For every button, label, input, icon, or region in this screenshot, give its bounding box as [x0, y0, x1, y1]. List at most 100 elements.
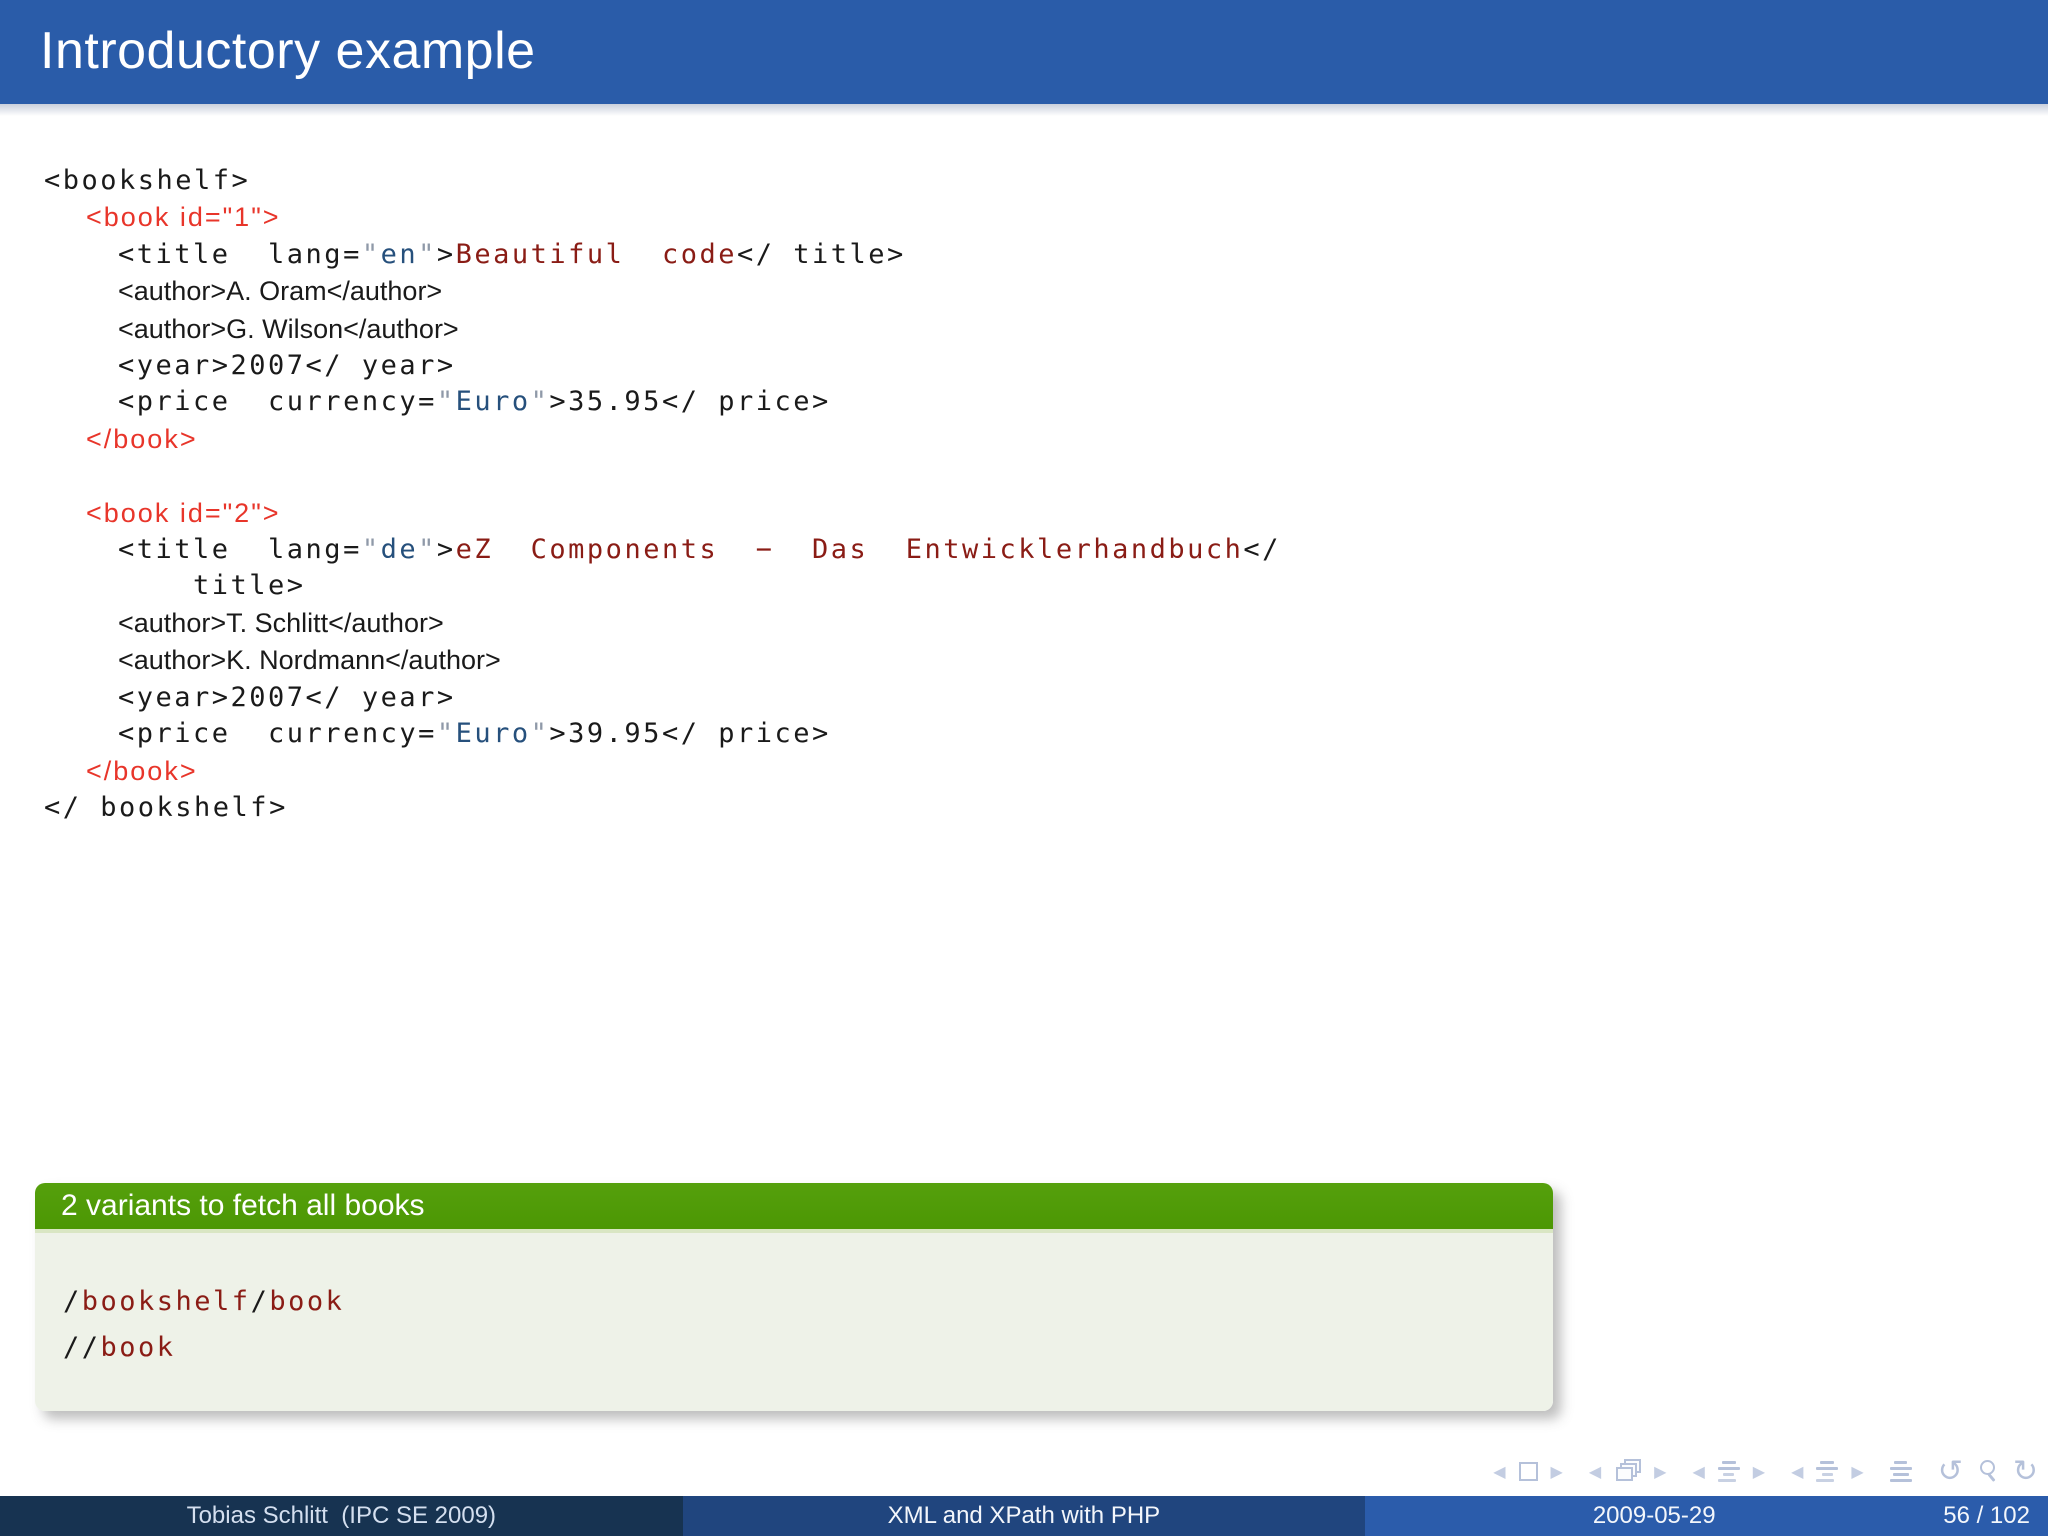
code-line: </book> — [44, 753, 1281, 790]
code-line: <bookshelf> — [44, 163, 1281, 199]
nav-next-icon[interactable]: ▶ — [1654, 1461, 1667, 1481]
code-token: </book> — [86, 755, 198, 786]
nav-next-icon[interactable]: ▶ — [1752, 1461, 1766, 1481]
code-token: " — [418, 238, 437, 270]
code-line: <price currency="Euro">39.95</ price> — [44, 716, 1281, 752]
code-token: eZ Components − Das Entwicklerhandbuch — [455, 534, 1244, 566]
search-icon[interactable] — [1976, 1459, 2000, 1484]
footline: Tobias Schlitt (IPC SE 2009) XML and XPa… — [0, 1496, 2048, 1536]
code-token: > — [436, 534, 456, 566]
footline-date: 2009-05-29 — [1592, 1502, 1716, 1529]
code-line: /bookshelf/book — [63, 1279, 1533, 1325]
code-token: // — [63, 1332, 101, 1363]
nav-next-icon[interactable]: ▶ — [1851, 1461, 1864, 1481]
code-token: > — [436, 238, 456, 270]
code-token: <year>2007</ year> — [118, 350, 456, 382]
code-token: bookshelf — [81, 1286, 251, 1317]
code-line: <author>T. Schlitt</author> — [44, 605, 1281, 642]
xml-code-listing: <bookshelf><book id="1"><title lang="en"… — [44, 163, 1281, 826]
code-token: <bookshelf> — [44, 165, 251, 196]
code-token: <book id="1"> — [86, 202, 281, 233]
nav-next-icon[interactable]: ▶ — [1550, 1461, 1563, 1481]
code-token: title> — [193, 570, 306, 602]
code-token: " — [361, 534, 381, 566]
footline-author: Tobias Schlitt (IPC SE 2009) — [186, 1502, 497, 1529]
code-token: </ — [1243, 534, 1281, 566]
forward-icon[interactable]: ↻ — [2012, 1453, 2038, 1489]
code-token: en — [380, 238, 419, 270]
code-line: <title lang="en">Beautiful code</ title> — [44, 237, 1281, 273]
code-token: </ title> — [736, 238, 906, 270]
code-token: <book id="2"> — [86, 497, 281, 528]
code-line — [44, 458, 1281, 494]
example-block-title: 2 variants to fetch all books — [61, 1189, 425, 1222]
code-line: <year>2007</ year> — [44, 348, 1281, 384]
code-line: <year>2007</ year> — [44, 680, 1281, 716]
beamer-navigation-bar: ◀▶◀▶◀▶◀▶↺↻ — [1493, 1453, 2038, 1489]
code-token: </book> — [86, 423, 198, 454]
code-token: <author>G. Wilson</author> — [118, 313, 459, 344]
footline-deck-title: XML and XPath with PHP — [887, 1502, 1161, 1529]
appendix-list-icon[interactable] — [1889, 1460, 1912, 1483]
title-bar-shadow — [0, 104, 2048, 116]
nav-group: ◀▶ — [1588, 1459, 1667, 1484]
code-line: <book id="1"> — [44, 199, 1281, 236]
nav-prev-icon[interactable]: ◀ — [1493, 1461, 1506, 1481]
code-token: Euro — [455, 718, 531, 750]
code-token: Beautiful code — [455, 238, 737, 270]
code-token: >35.95</ price> — [549, 386, 831, 418]
frames-icon[interactable] — [1614, 1459, 1642, 1484]
code-token: <title lang= — [118, 534, 362, 566]
footline-date-box: 2009-05-29 56 / 102 — [1365, 1496, 2048, 1536]
code-token: Euro — [455, 386, 531, 418]
nav-group: ↺↻ — [1937, 1453, 2038, 1489]
footline-author-box: Tobias Schlitt (IPC SE 2009) — [0, 1496, 683, 1536]
code-line: <price currency="Euro">35.95</ price> — [44, 384, 1281, 420]
nav-prev-icon[interactable]: ◀ — [1791, 1461, 1804, 1481]
footline-frame-number: 56 / 102 — [1943, 1502, 2030, 1529]
code-token: <author>A. Oram</author> — [118, 276, 443, 307]
code-token: book — [269, 1286, 345, 1317]
nav-group — [1889, 1460, 1912, 1483]
code-token: <title lang= — [118, 238, 362, 270]
code-token: " — [418, 534, 437, 566]
code-token: " — [436, 386, 456, 418]
code-token: / — [250, 1286, 270, 1317]
code-token: / — [63, 1286, 82, 1317]
code-token: <author>T. Schlitt</author> — [118, 607, 444, 638]
section-list-icon[interactable] — [1717, 1460, 1740, 1483]
code-token: " — [436, 718, 456, 750]
nav-group: ◀▶ — [1692, 1460, 1766, 1483]
code-line: //book — [63, 1325, 1533, 1371]
example-block-header: 2 variants to fetch all books — [35, 1183, 1553, 1233]
page-title: Introductory example — [40, 22, 536, 80]
code-line: title> — [44, 568, 1281, 604]
code-line: </book> — [44, 421, 1281, 458]
nav-prev-icon[interactable]: ◀ — [1692, 1461, 1705, 1481]
code-token: " — [530, 718, 550, 750]
example-block: 2 variants to fetch all books /bookshelf… — [35, 1183, 1553, 1411]
frame-title-bar: Introductory example — [0, 0, 2048, 104]
code-line: <title lang="de">eZ Components − Das Ent… — [44, 532, 1281, 568]
code-token: " — [530, 386, 550, 418]
code-token: </ bookshelf> — [44, 791, 288, 823]
nav-group: ◀▶ — [1493, 1461, 1563, 1483]
code-token: <price currency= — [118, 718, 437, 750]
back-icon[interactable]: ↺ — [1937, 1453, 1963, 1489]
code-token: >39.95</ price> — [549, 718, 831, 750]
code-line: </ bookshelf> — [44, 790, 1281, 826]
nav-group: ◀▶ — [1791, 1460, 1864, 1483]
code-token: <author>K. Nordmann</author> — [118, 645, 501, 676]
code-token: <price currency= — [118, 386, 437, 418]
code-line: <author>K. Nordmann</author> — [44, 642, 1281, 679]
code-token: book — [100, 1332, 176, 1363]
nav-prev-icon[interactable]: ◀ — [1588, 1461, 1602, 1481]
code-line: <book id="2"> — [44, 495, 1281, 532]
code-token: de — [380, 534, 419, 566]
footline-title-box: XML and XPath with PHP — [682, 1496, 1366, 1536]
slide-icon[interactable] — [1518, 1462, 1538, 1481]
xpath-code-listing: /bookshelf/book//book — [35, 1233, 1553, 1411]
section-list-icon[interactable] — [1816, 1460, 1839, 1483]
code-line: <author>A. Oram</author> — [44, 273, 1281, 310]
